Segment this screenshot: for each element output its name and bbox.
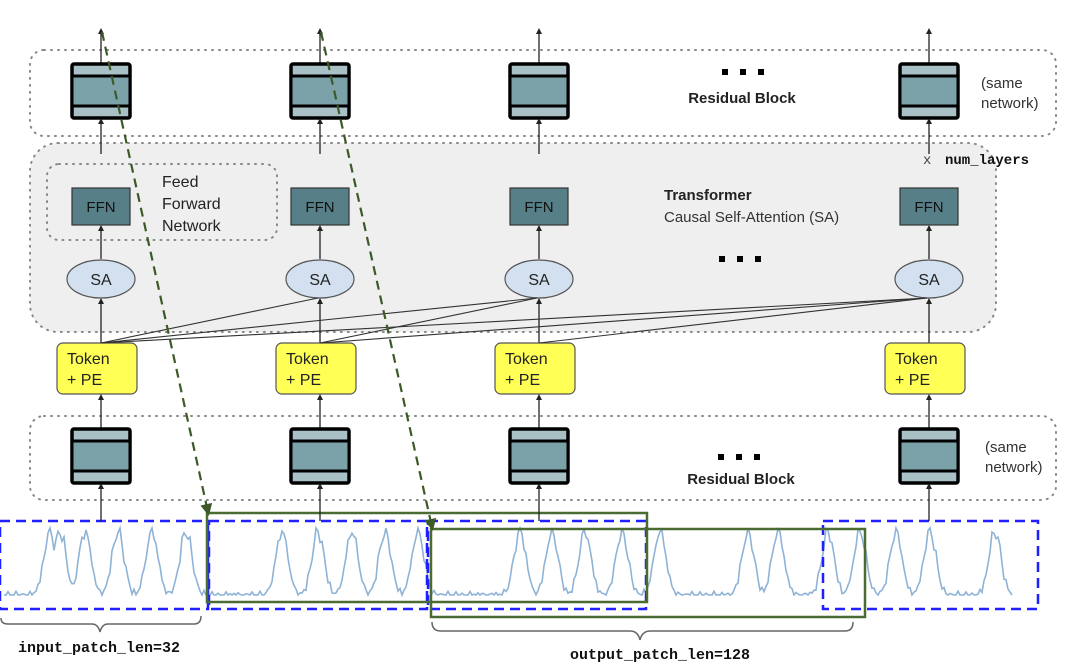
signal-line [3, 524, 1013, 598]
ffn-group-label-2: Forward [162, 196, 221, 213]
top-residual-label: Residual Block [688, 90, 796, 107]
self-attention-node: SA [66, 259, 136, 299]
token-label: Token [895, 351, 938, 368]
bottom-residual-ellipsis-icon [718, 454, 760, 460]
bottom-residual-block [289, 427, 351, 485]
top-residual-block [289, 62, 351, 120]
transformer-subtitle: Causal Self-Attention (SA) [664, 209, 839, 226]
token-label: Token [505, 351, 548, 368]
output-feedback-arrow-2 [319, 31, 437, 531]
pe-label: + PE [895, 372, 930, 389]
top-residual-block [70, 62, 132, 120]
transformer-block [29, 142, 997, 333]
token-label: Token [286, 351, 329, 368]
input-patch-label: input_patch_len=32 [18, 640, 180, 657]
bottom-residual-block [898, 427, 960, 485]
token-label: Token [67, 351, 110, 368]
sa-label: SA [528, 272, 550, 289]
self-attention-node: SA [285, 259, 355, 299]
causal-attention-link [319, 297, 928, 344]
token-pe-box: Token + PE [56, 342, 138, 395]
ffn-box: FFN [71, 187, 131, 226]
sa-label: SA [90, 272, 112, 289]
transformer-title: Transformer [664, 187, 752, 204]
ffn-box: FFN [290, 187, 350, 226]
top-residual-group [29, 49, 1057, 137]
output-patch-brace [175, 621, 440, 630]
self-attention-node: SA [894, 259, 964, 299]
bottom-residual-note-2: network) [985, 459, 1043, 476]
bottom-residual-label: Residual Block [687, 471, 795, 488]
output-patch-label: output_patch_len=128 [570, 647, 750, 664]
ffn-label: FFN [86, 199, 115, 216]
top-residual-note-1: (same [981, 75, 1023, 92]
time-series-signal [3, 524, 1013, 598]
ffn-label: FFN [524, 199, 553, 216]
transformer-ellipsis-icon [719, 256, 761, 262]
token-pe-box: Token + PE [494, 342, 576, 395]
input-patch-3 [426, 519, 648, 611]
output-patch-brace-shape [431, 621, 854, 641]
input-patch-4 [821, 519, 1040, 611]
top-residual-ellipsis-icon [722, 69, 764, 75]
ffn-box: FFN [509, 187, 569, 226]
causal-attention-link [319, 297, 538, 344]
ffn-label: FFN [914, 199, 943, 216]
sa-label: SA [918, 272, 940, 289]
output-patch-2 [429, 527, 867, 619]
causal-attention-link [100, 297, 538, 344]
layers-multiplier-name: num_layers [945, 153, 1029, 169]
sa-label: SA [309, 272, 331, 289]
token-pe-box: Token + PE [884, 342, 966, 395]
bottom-residual-group [29, 415, 1057, 501]
top-residual-block [508, 62, 570, 120]
causal-attention-link [100, 297, 928, 344]
output-patch-1 [205, 511, 649, 604]
bottom-residual-note-1: (same [985, 439, 1027, 456]
causal-attention-link [538, 297, 928, 344]
layers-multiplier-prefix: x [923, 153, 931, 169]
bottom-residual-block [508, 427, 570, 485]
token-pe-box: Token + PE [275, 342, 357, 395]
input-patch-brace [0, 615, 202, 633]
ffn-label: FFN [305, 199, 334, 216]
causal-attention-link [100, 297, 319, 344]
ffn-box: FFN [899, 187, 959, 226]
self-attention-node: SA [504, 259, 574, 299]
pe-label: + PE [505, 372, 540, 389]
top-residual-block [898, 62, 960, 120]
ffn-group-label-1: Feed [162, 174, 198, 191]
input-patch-1 [0, 519, 210, 611]
pe-label: + PE [286, 372, 321, 389]
pe-label: + PE [67, 372, 102, 389]
ffn-group-label-3: Network [162, 218, 222, 235]
bottom-residual-block [70, 427, 132, 485]
top-residual-note-2: network) [981, 95, 1039, 112]
ffn-group [46, 163, 278, 241]
output-feedback-arrow-1 [100, 31, 213, 516]
